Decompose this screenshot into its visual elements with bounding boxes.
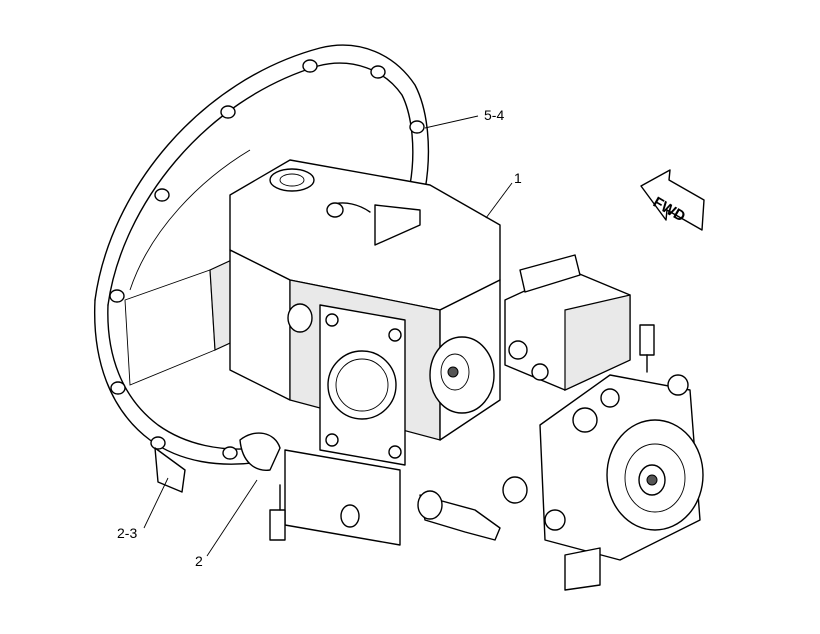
control-valve-block [504,254,655,391]
callout-1: 1 [514,170,522,186]
callout-2-3: 2-3 [117,525,137,541]
flange-bolts [109,59,425,460]
regulator-cap [429,336,495,414]
lower-fittings [154,432,528,546]
fwd-arrow: FWD [640,169,705,231]
callout-leaders [143,115,513,557]
callout-2: 2 [195,553,203,569]
front-mounting-plate [287,303,406,466]
callout-5-4: 5-4 [484,107,504,123]
auxiliary-pump [539,374,704,591]
